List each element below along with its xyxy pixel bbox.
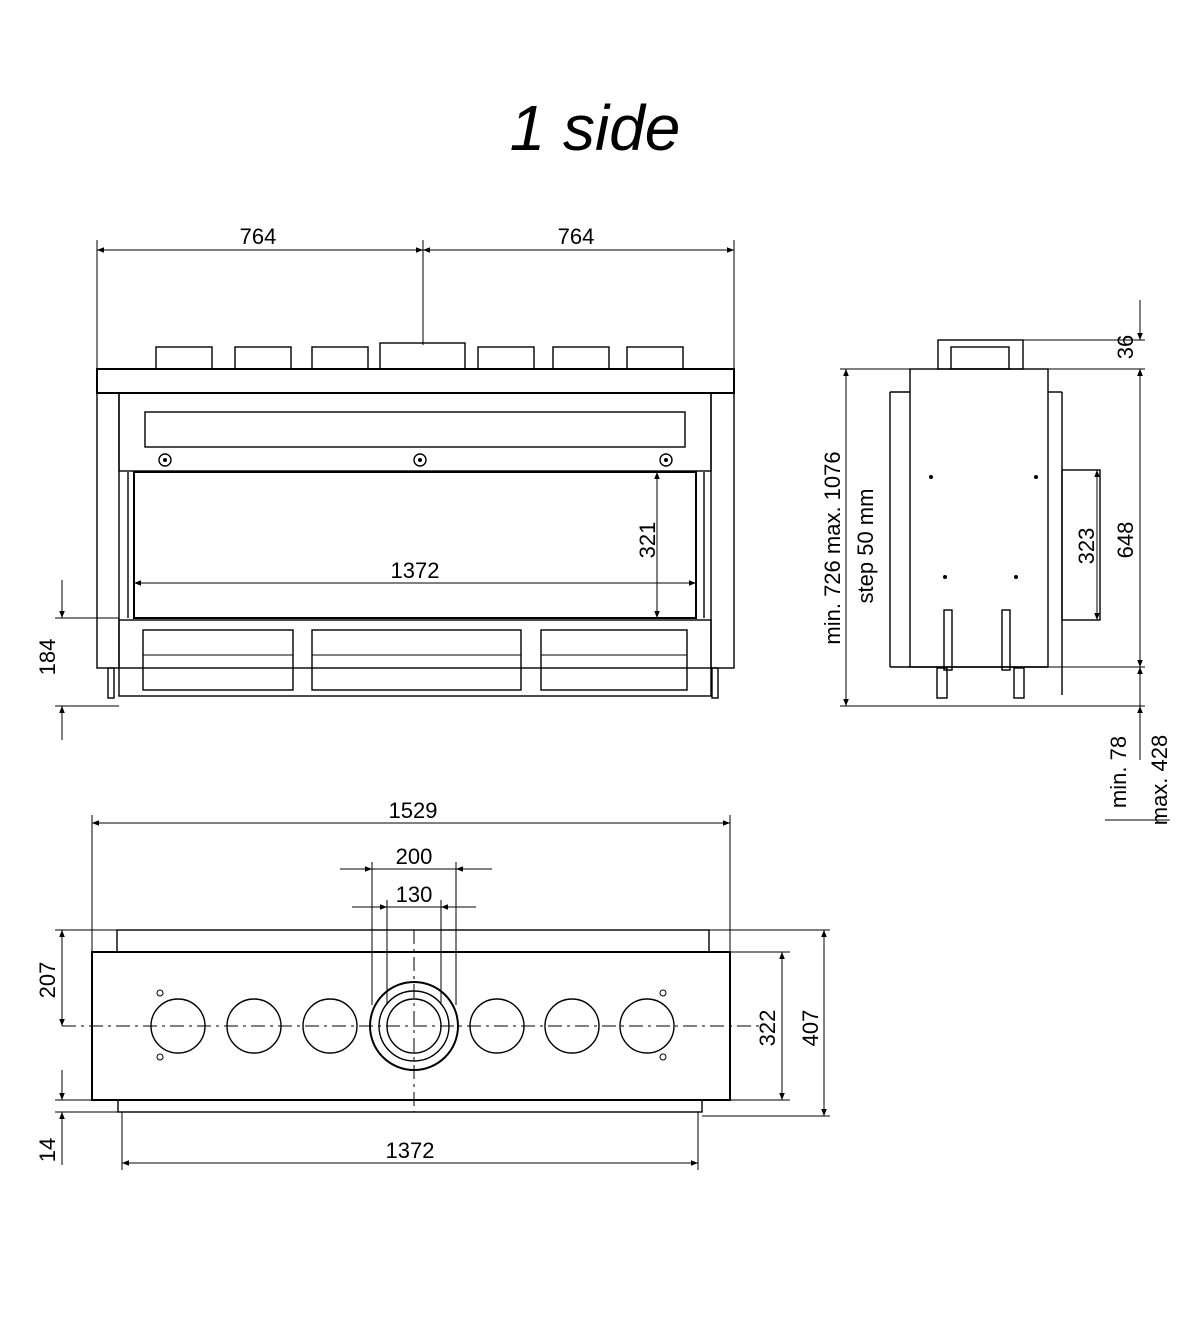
- dim-offset: 14: [35, 1138, 60, 1162]
- dim-outer-flue: 200: [396, 844, 433, 869]
- dim-depth-to-axis: 207: [35, 962, 60, 999]
- dim-leg-max: max. 428: [1147, 735, 1172, 826]
- dim-inner-flue: 130: [396, 882, 433, 907]
- dim-leg-min: min. 78: [1106, 736, 1131, 808]
- dim-adjust-step: step 50 mm: [853, 489, 878, 604]
- front-view: 764 764: [35, 224, 735, 740]
- dim-total-width: 1529: [389, 798, 438, 823]
- page-title: 1 side: [510, 92, 681, 164]
- dim-glass-height: 321: [635, 522, 660, 559]
- dim-glass-width: 1372: [391, 558, 440, 583]
- dim-adjust-range: min. 726 max. 1076: [820, 451, 845, 644]
- dim-outer-depth: 407: [798, 1010, 823, 1047]
- dim-width-right: 764: [558, 224, 595, 249]
- dim-width-left: 764: [240, 224, 277, 249]
- dim-base-height: 184: [35, 639, 60, 676]
- side-view: 36 648 323 min. 726 max. 1076 step 50 mm…: [820, 300, 1172, 825]
- dim-glass-width-top: 1372: [386, 1138, 435, 1163]
- dim-top-height: 36: [1113, 335, 1138, 359]
- dim-flue-height: 323: [1074, 528, 1099, 565]
- top-view: 1529 200 130: [35, 798, 830, 1170]
- dim-height: 648: [1113, 522, 1138, 559]
- dim-inner-depth: 322: [755, 1010, 780, 1047]
